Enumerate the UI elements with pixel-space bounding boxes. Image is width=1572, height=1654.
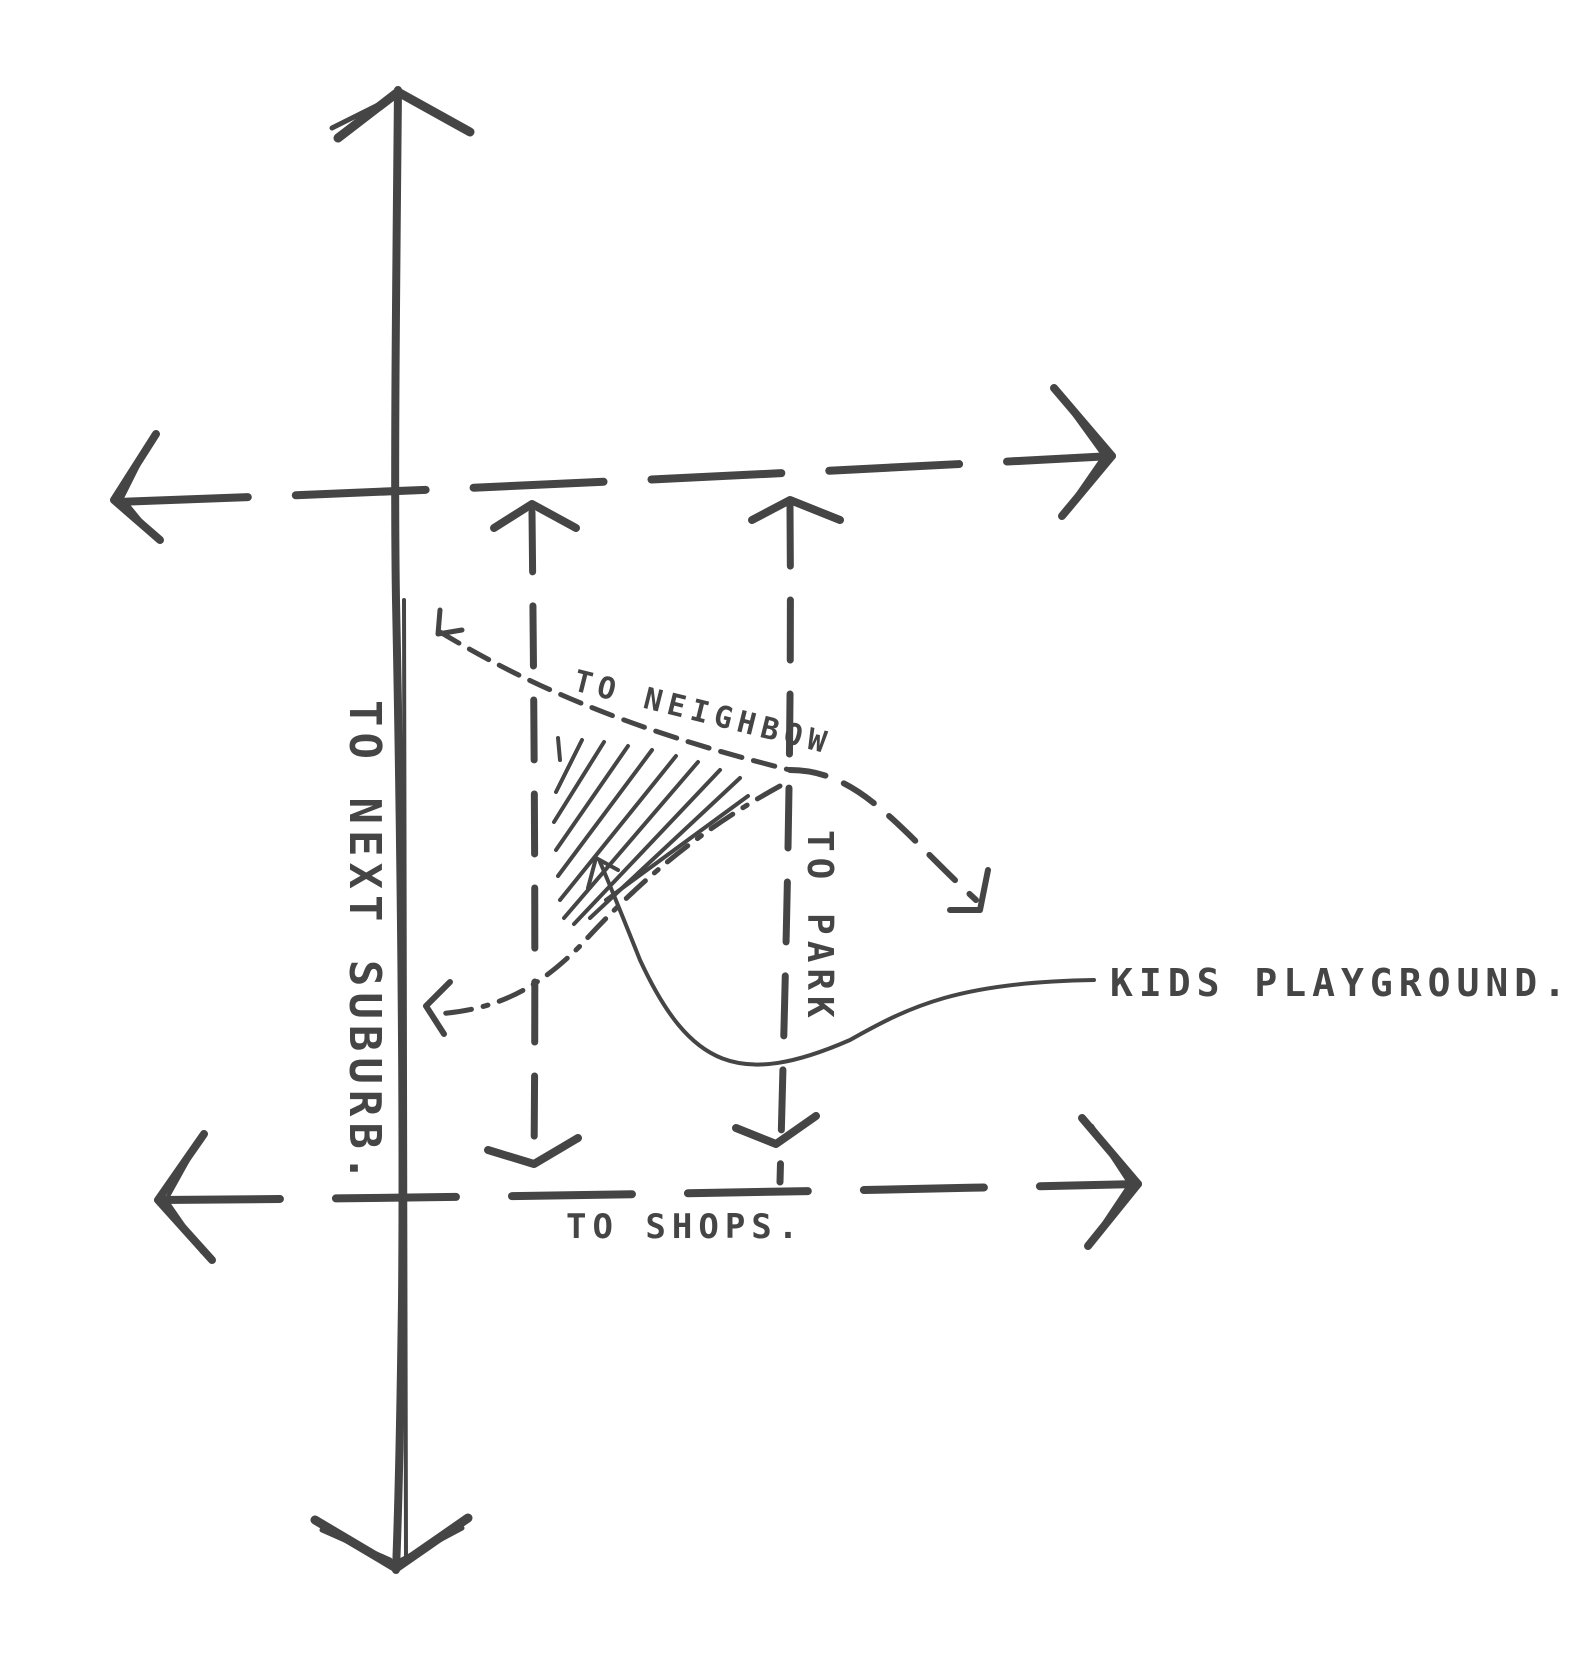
arrow-head-down-icon-sketch [319, 1525, 465, 1563]
arrow-head-left-icon [110, 430, 164, 544]
arrow-head-up-left-icon [435, 607, 465, 637]
top-road-dashes [114, 452, 1116, 506]
arrow-head-down-right-icon [947, 867, 991, 913]
suburb-diagonal-dashes [433, 783, 783, 1017]
neighbour-path [435, 607, 991, 913]
arrow-head-up-icon [490, 500, 580, 532]
arrow-head-up-icon [748, 496, 844, 524]
arrow-head-right-icon-sketch [1090, 1124, 1132, 1240]
suburb-diagonal-path [423, 783, 783, 1037]
label-to-shops: TO SHOPS. [566, 1207, 804, 1247]
main-road-line [391, 86, 407, 1574]
main-vertical-road [310, 86, 475, 1574]
left-dashed-vertical-path [484, 500, 582, 1168]
callout-curve [598, 860, 1096, 1067]
arrow-head-up-icon-sketch [329, 93, 465, 131]
playground-callout-leader [586, 856, 1096, 1067]
playground-hatch-area [552, 736, 750, 926]
neighbour-path-dashes [437, 629, 793, 773]
arrow-head-down-icon [484, 1134, 582, 1168]
arrow-head-down-left-icon [423, 979, 453, 1037]
label-to-next-suburb: TO NEXT SUBURB. [339, 700, 390, 1187]
bottom-horizontal-road [154, 1114, 1142, 1264]
top-horizontal-road [110, 384, 1116, 544]
label-kids-playground: KIDS PLAYGROUND. [1110, 961, 1572, 1005]
label-to-park: TO PARK [799, 830, 840, 1024]
arrow-head-left-icon-sketch [164, 1144, 204, 1254]
right-path-dashes [776, 502, 794, 1186]
right-dashed-vertical-path [732, 496, 844, 1186]
arrow-head-down-icon [732, 1112, 820, 1148]
main-road-line-offset [402, 598, 409, 1562]
arrow-head-icon [586, 856, 620, 890]
bottom-road-dashes [156, 1180, 1142, 1204]
left-path-dashes [528, 508, 539, 1162]
arrow-head-down-icon [310, 1513, 473, 1573]
arrow-head-left-icon-sketch [120, 444, 152, 534]
neighbour-path-dashes-2 [787, 767, 979, 903]
arrow-head-right-icon-sketch [1060, 396, 1106, 510]
